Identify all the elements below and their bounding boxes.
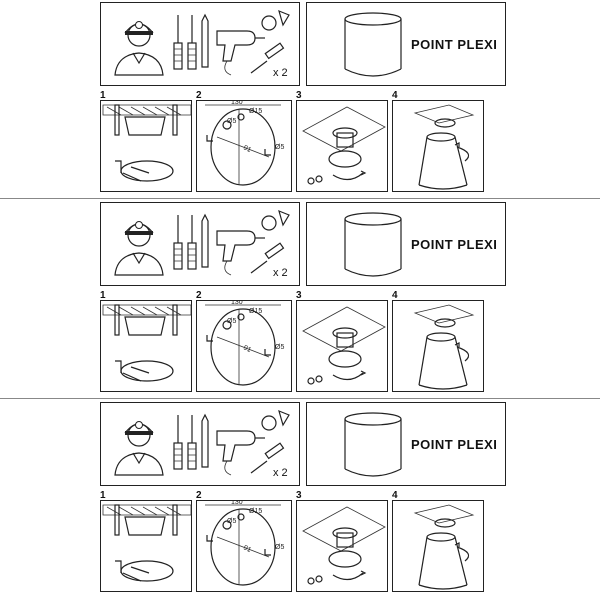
step-1-panel	[100, 500, 192, 592]
lamp-shade-icon	[344, 212, 402, 277]
drill-template-icon: 130 Ø15 Ø5 Ø5 91	[205, 301, 284, 386]
quantity-label: x 2	[273, 467, 288, 479]
step-2-panel: 130 Ø15 Ø5 Ø5 91	[196, 300, 292, 392]
shade-install-icon	[413, 304, 475, 390]
shade-install-icon	[413, 104, 475, 190]
drill-icon	[216, 30, 265, 76]
dim-d91: 91	[242, 144, 252, 154]
bulb-icon	[261, 209, 290, 231]
step-4-panel	[392, 500, 484, 592]
product-title: POINT PLEXI	[411, 37, 498, 52]
ceiling-mount-icon	[102, 104, 192, 182]
drill-icon	[216, 430, 265, 476]
dim-width: 130	[231, 501, 243, 506]
screw-anchor-icon	[250, 442, 285, 474]
sheet-divider	[0, 198, 600, 199]
pencil-icon	[201, 13, 209, 68]
assembly-icon	[302, 106, 386, 185]
instruction-sheet: x 2 POINT PLEXI 1	[0, 0, 600, 196]
dim-d5b: Ø5	[275, 144, 284, 151]
step-number: 3	[296, 490, 302, 501]
step-number: 2	[196, 490, 202, 501]
product-panel: POINT PLEXI	[306, 2, 506, 86]
step-number: 1	[100, 490, 106, 501]
quantity-label: x 2	[273, 267, 288, 279]
lamp-shade-icon	[344, 12, 402, 77]
tools-illustration	[114, 9, 290, 76]
tools-panel: x 2	[100, 402, 300, 486]
drill-icon	[216, 230, 265, 276]
pencil-icon	[201, 213, 209, 268]
sheet-divider	[0, 398, 600, 399]
screwdriver-icon	[187, 415, 197, 470]
step-3-panel	[296, 100, 388, 192]
dim-d5a: Ø5	[227, 318, 236, 325]
product-title: POINT PLEXI	[411, 237, 498, 252]
screwdriver-icon	[173, 215, 183, 270]
dim-d15: Ø15	[249, 108, 262, 115]
dim-d5b: Ø5	[275, 544, 284, 551]
tools-panel: x 2	[100, 202, 300, 286]
step-number: 4	[392, 490, 398, 501]
step-number: 4	[392, 90, 398, 101]
step-number: 4	[392, 290, 398, 301]
step-4-panel	[392, 300, 484, 392]
step-number: 3	[296, 90, 302, 101]
quantity-label: x 2	[273, 67, 288, 79]
electrician-icon	[114, 21, 164, 76]
step-1-panel	[100, 100, 192, 192]
tools-panel: x 2	[100, 2, 300, 86]
ceiling-mount-icon	[102, 504, 192, 582]
electrician-icon	[114, 421, 164, 476]
screw-anchor-icon	[250, 42, 285, 74]
tools-illustration	[114, 409, 290, 476]
assembly-icon	[302, 506, 386, 585]
instruction-sheet: x 2 POINT PLEXI 1	[0, 200, 600, 396]
dim-d5a: Ø5	[227, 118, 236, 125]
dim-width: 130	[231, 301, 243, 306]
tools-illustration	[114, 209, 290, 276]
step-number: 1	[100, 290, 106, 301]
step-number: 1	[100, 90, 106, 101]
dim-width: 130	[231, 101, 243, 106]
instruction-sheet: x 2 POINT PLEXI 1	[0, 400, 600, 596]
step-1-panel	[100, 300, 192, 392]
step-4-panel	[392, 100, 484, 192]
dim-d91: 91	[242, 344, 252, 354]
screwdriver-icon	[173, 15, 183, 70]
product-panel: POINT PLEXI	[306, 202, 506, 286]
bulb-icon	[261, 9, 290, 31]
lamp-shade-icon	[344, 412, 402, 477]
product-title: POINT PLEXI	[411, 437, 498, 452]
step-3-panel	[296, 300, 388, 392]
dim-d5a: Ø5	[227, 518, 236, 525]
step-number: 3	[296, 290, 302, 301]
ceiling-mount-icon	[102, 304, 192, 382]
dim-d91: 91	[242, 544, 252, 554]
bulb-icon	[261, 409, 290, 431]
drill-template-icon: 130 Ø15 Ø5 Ø5 91	[205, 101, 284, 186]
shade-install-icon	[413, 504, 475, 590]
dim-d15: Ø15	[249, 508, 262, 515]
step-3-panel	[296, 500, 388, 592]
dim-d5b: Ø5	[275, 344, 284, 351]
screwdriver-icon	[187, 215, 197, 270]
step-number: 2	[196, 90, 202, 101]
step-number: 2	[196, 290, 202, 301]
product-panel: POINT PLEXI	[306, 402, 506, 486]
dim-d15: Ø15	[249, 308, 262, 315]
screwdriver-icon	[187, 15, 197, 70]
screw-anchor-icon	[250, 242, 285, 274]
pencil-icon	[201, 413, 209, 468]
step-2-panel: 130 Ø15 Ø5 Ø5 91	[196, 500, 292, 592]
step-2-panel: 130 Ø15 Ø5 Ø5 91	[196, 100, 292, 192]
screwdriver-icon	[173, 415, 183, 470]
assembly-icon	[302, 306, 386, 385]
drill-template-icon: 130 Ø15 Ø5 Ø5 91	[205, 501, 284, 586]
electrician-icon	[114, 221, 164, 276]
